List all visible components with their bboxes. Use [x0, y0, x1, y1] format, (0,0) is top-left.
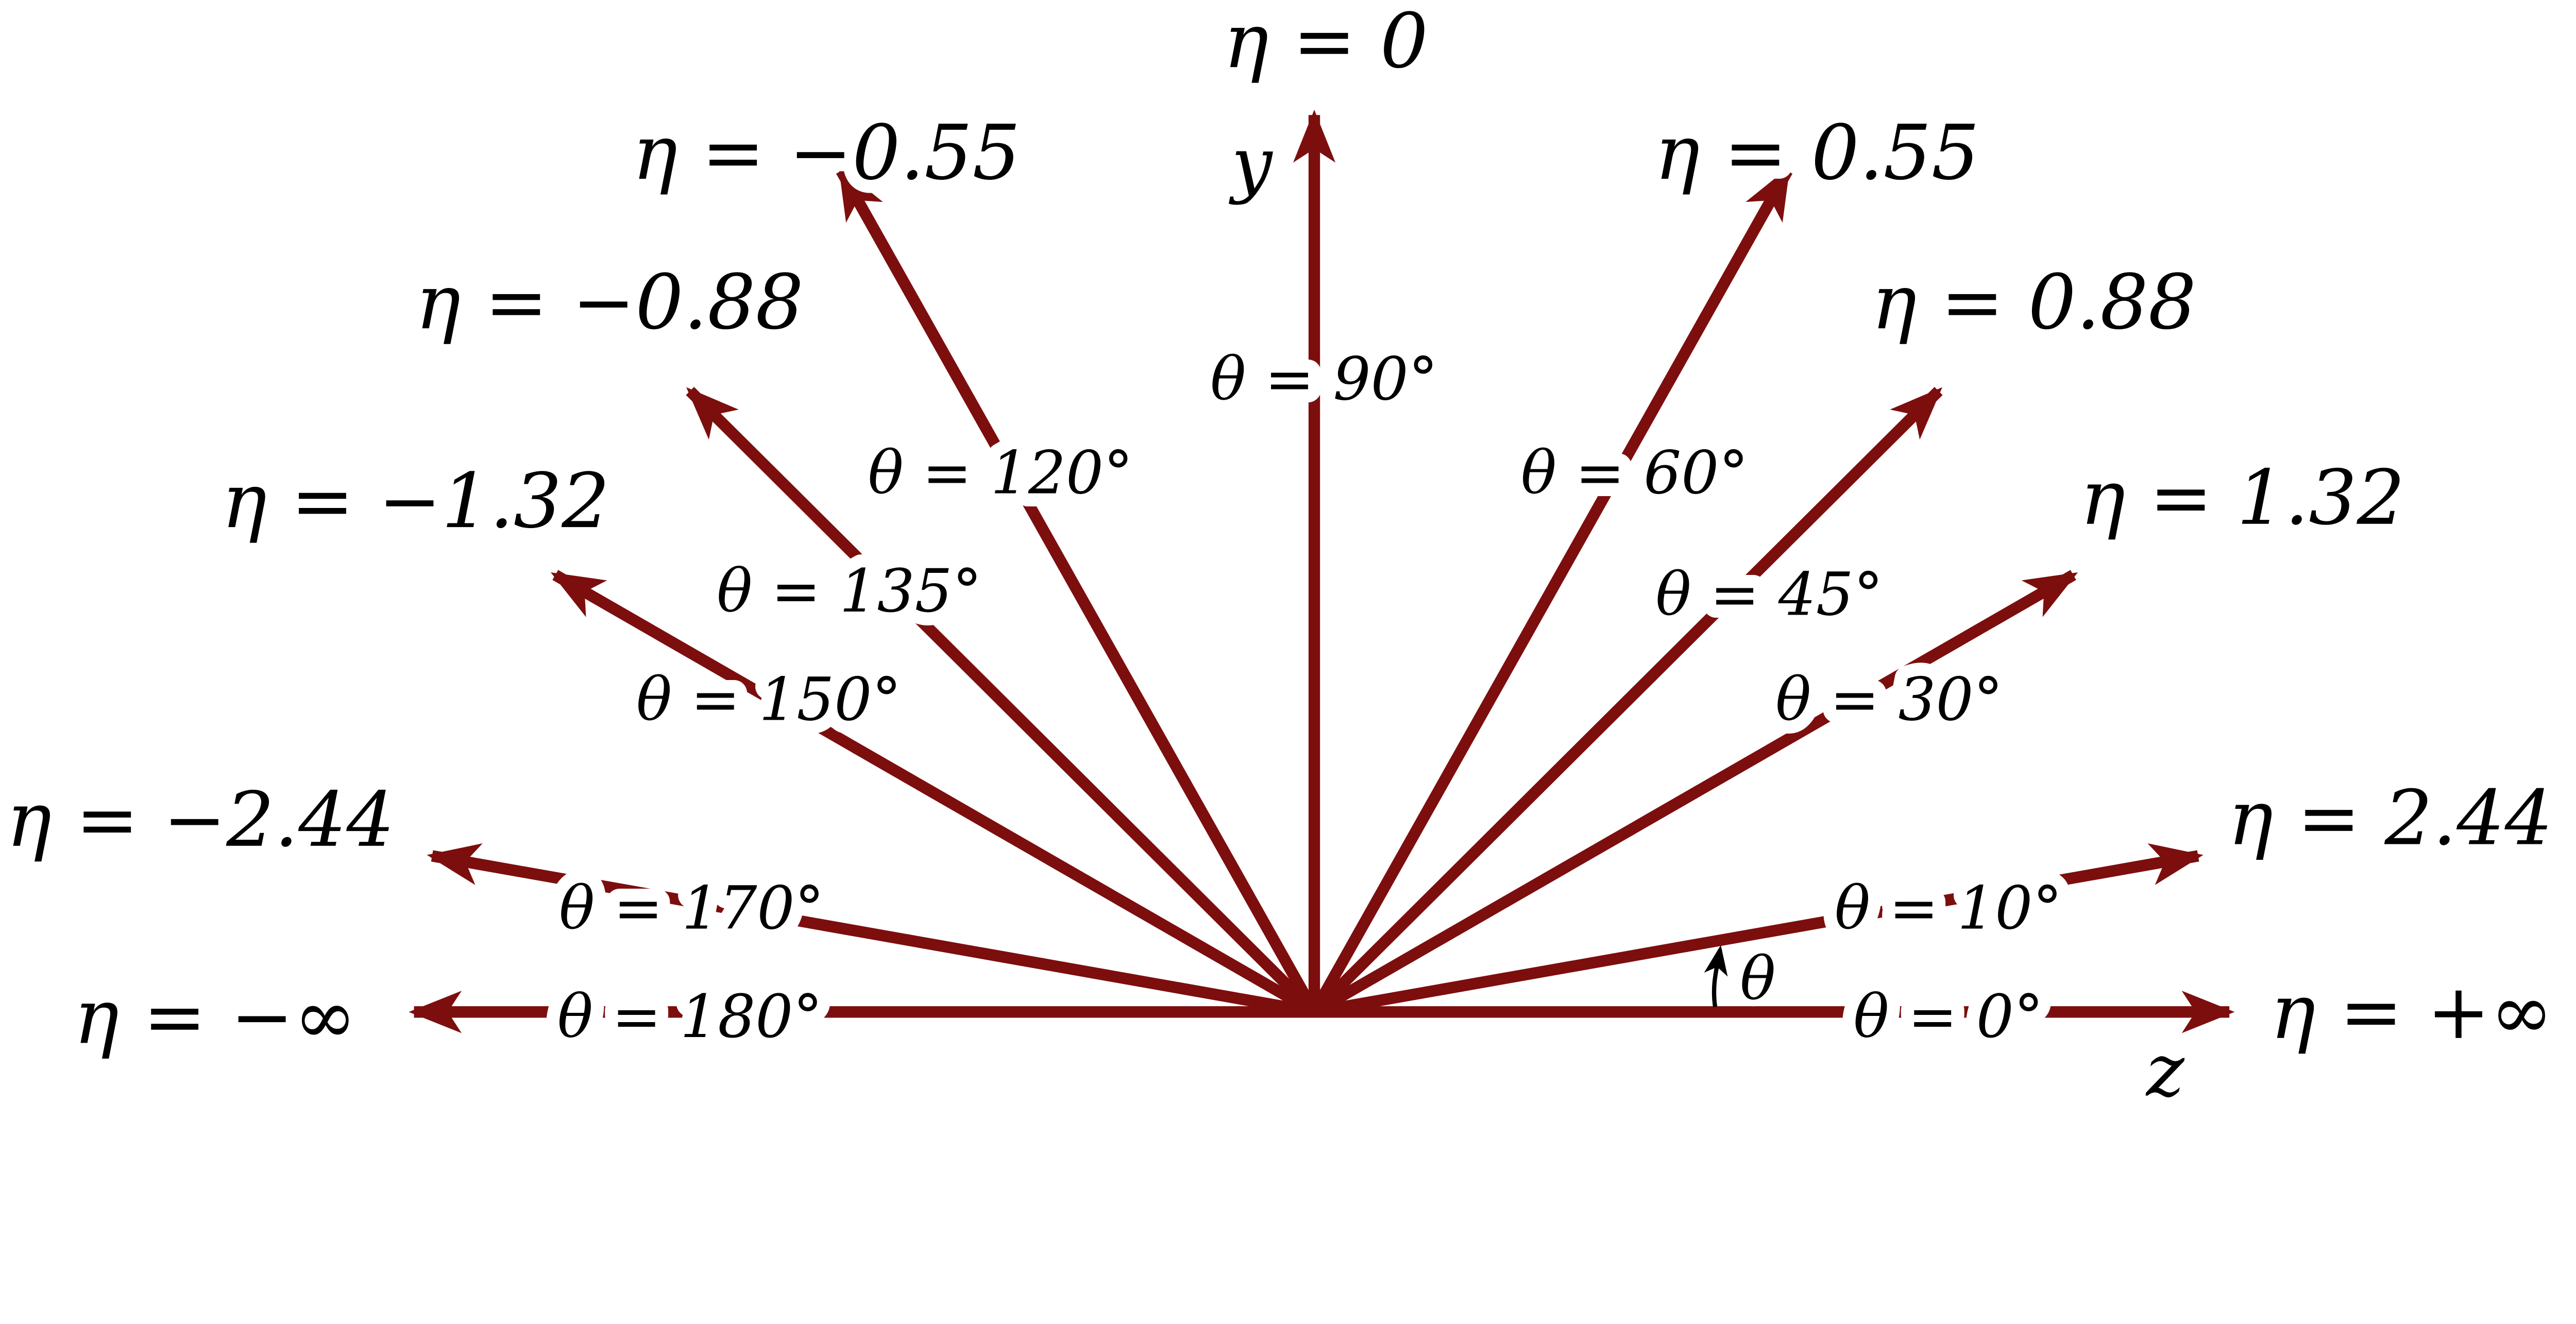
ray-theta-170: [427, 843, 1315, 1018]
eta-label-30: η = 1.32: [2080, 454, 2405, 542]
eta-label-120: η = −0.55: [632, 109, 1020, 197]
pseudorapidity-diagram: θ = 0° η = +∞ θ = 10° η = 2.44 θ = 30° η = 1.…: [0, 0, 2566, 1098]
theta-label-170: θ = 170°: [559, 874, 824, 943]
eta-label-180: η = −∞: [74, 973, 357, 1061]
eta-label-135: η = −0.88: [415, 258, 803, 346]
eta-label-90: η = 0: [1224, 0, 1428, 85]
ray-theta-150: [550, 570, 1317, 1017]
theta-label-0: θ = 0°: [1854, 982, 2044, 1051]
ray-theta-45: [1310, 387, 1943, 1016]
theta-label-60: θ = 60°: [1521, 438, 1749, 507]
ray-theta-60: [1309, 166, 1793, 1015]
theta-label-10: θ = 10°: [1835, 874, 2062, 943]
y-axis-label: y: [1228, 122, 1273, 206]
angle-annotation-layer: [1704, 945, 1728, 1008]
ray-theta-10: [1313, 843, 2204, 1018]
ray-theta-120: [836, 166, 1319, 1015]
theta-label-45: θ = 45°: [1655, 560, 1883, 629]
eta-label-150: η = −1.32: [222, 457, 609, 545]
labels-layer: θ = 0° η = +∞ θ = 10° η = 2.44 θ = 30° η = 1.…: [0, 0, 2566, 1098]
theta-label-135: θ = 135°: [717, 557, 982, 626]
theta-angle-arrow-icon: [1704, 945, 1728, 1008]
theta-label-180: θ = 180°: [557, 982, 823, 1051]
theta-label-30: θ = 30°: [1775, 665, 2003, 734]
theta-label-120: θ = 120°: [868, 438, 1133, 507]
eta-label-45: η = 0.88: [1871, 258, 2196, 346]
eta-label-10: η = 2.44: [2228, 774, 2553, 862]
diagram-canvas: θ = 0° η = +∞ θ = 10° η = 2.44 θ = 30° η = 1.…: [0, 0, 2566, 1098]
eta-label-170: η = −2.44: [6, 776, 394, 864]
theta-label-150: θ = 150°: [636, 665, 902, 734]
eta-label-0: η = +∞: [2270, 968, 2553, 1056]
ray-theta-135: [686, 387, 1318, 1016]
theta-label-90: θ = 90°: [1210, 345, 1438, 414]
theta-angle-label: θ: [1740, 945, 1775, 1014]
ray-theta-30: [1311, 570, 2078, 1017]
rays-layer: [409, 109, 2235, 1033]
z-axis-label: z: [2145, 1029, 2185, 1098]
eta-label-60: η = 0.55: [1654, 109, 1979, 197]
